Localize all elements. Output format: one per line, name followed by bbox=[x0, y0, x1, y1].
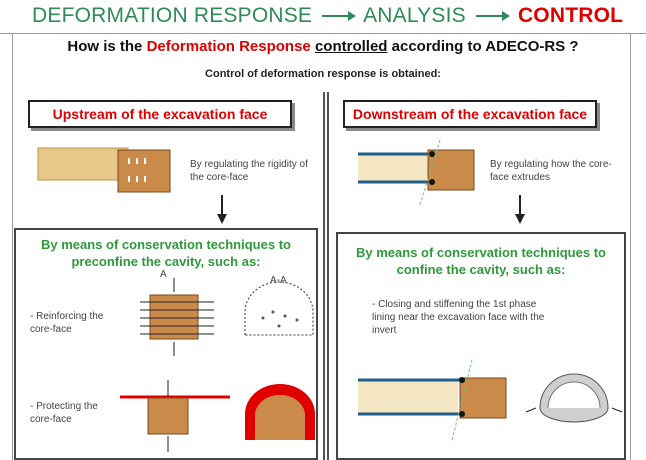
frame-right bbox=[630, 34, 631, 460]
confine-box: By means of conservation techniques to c… bbox=[336, 232, 626, 460]
reinforcing-label: - Reinforcing the core-face bbox=[30, 311, 104, 335]
question-text-3: according to ADECO-RS ? bbox=[387, 38, 579, 55]
title-step-control: CONTROL bbox=[517, 4, 624, 27]
right-arrow-icon bbox=[322, 11, 357, 22]
confine-title: By means of conservation techniques to c… bbox=[356, 245, 606, 277]
question-underlined: controlled bbox=[314, 38, 388, 55]
preconfine-title: By means of conservation techniques to p… bbox=[41, 237, 291, 269]
question-highlight: Deformation Response bbox=[146, 38, 311, 55]
downstream-caption: By regulating how the core-face extrudes bbox=[490, 159, 612, 183]
page-title: DEFORMATION RESPONSE ANALYSIS CONTROL bbox=[32, 4, 623, 28]
section-label-a: A bbox=[160, 269, 167, 280]
upstream-caption: By regulating the rigidity of the core-f… bbox=[190, 159, 308, 183]
main-question: How is the Deformation Response controll… bbox=[0, 38, 646, 55]
right-arrow-icon bbox=[475, 11, 510, 22]
question-text-1: How is the bbox=[67, 38, 147, 55]
title-step-deformation: DEFORMATION RESPONSE bbox=[32, 4, 313, 27]
closing-lining-label: - Closing and stiffening the 1st phase l… bbox=[372, 299, 545, 336]
downstream-heading: Downstream of the excavation face bbox=[343, 100, 597, 128]
title-rule bbox=[0, 33, 646, 34]
upstream-heading: Upstream of the excavation face bbox=[28, 100, 292, 128]
frame-left bbox=[12, 34, 13, 460]
diagram-subtitle: Control of deformation response is obtai… bbox=[205, 68, 441, 80]
protecting-label: - Protecting the core-face bbox=[30, 401, 98, 425]
section-label-aa: A-A bbox=[270, 275, 287, 286]
title-step-analysis: ANALYSIS bbox=[363, 4, 466, 27]
central-divider bbox=[323, 92, 329, 460]
